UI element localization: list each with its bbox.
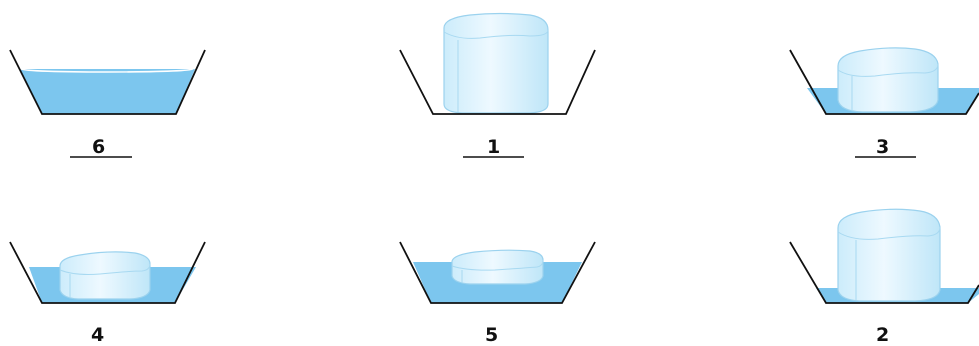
panel-label: 5 xyxy=(485,324,498,346)
panel-6: 6 xyxy=(9,49,206,158)
panel-1: 1 xyxy=(399,12,596,158)
panel-label: 4 xyxy=(91,324,104,346)
ice-block xyxy=(837,47,939,113)
panel-label: 1 xyxy=(487,136,500,158)
water-surface xyxy=(20,65,194,73)
ice-block xyxy=(443,12,549,114)
panel-label: 2 xyxy=(876,324,889,346)
bowl xyxy=(9,241,206,304)
panel-label: 6 xyxy=(92,136,105,158)
bowl xyxy=(789,241,979,304)
bowl xyxy=(9,49,206,115)
ice-block xyxy=(59,251,151,300)
ice-block xyxy=(451,249,544,285)
bowl xyxy=(399,49,596,115)
panel-5: 5 xyxy=(399,241,596,346)
panel-2: 2 xyxy=(789,208,979,346)
ice-block xyxy=(837,208,941,302)
bowl xyxy=(789,49,979,115)
panel-4: 4 xyxy=(9,241,206,346)
bowl xyxy=(399,241,596,304)
panel-3: 3 xyxy=(789,47,979,158)
panel-label: 3 xyxy=(876,136,889,158)
water xyxy=(19,69,195,114)
